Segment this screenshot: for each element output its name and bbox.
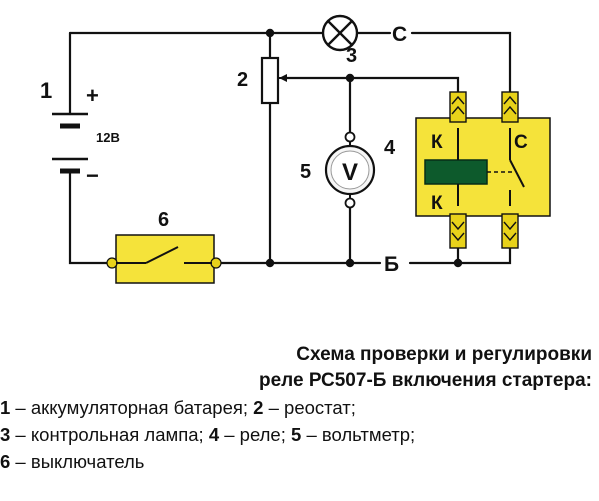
battery-minus: −: [86, 163, 99, 188]
relay-label: 4: [384, 137, 396, 159]
junction-dot: [265, 258, 275, 268]
relay-coil: [424, 159, 488, 185]
relay-connectors: [449, 91, 519, 249]
legend-num: 4: [208, 424, 220, 445]
figure-caption: Схема проверки и регулировки реле РС507-…: [0, 342, 592, 475]
wires: [68, 31, 512, 265]
legend-text: – реле;: [219, 424, 292, 445]
legend-text: – контрольная лампа;: [10, 424, 209, 445]
legend-num: 6: [0, 451, 11, 472]
legend-num: 1: [0, 397, 11, 418]
battery: 1 + − 12В: [40, 78, 120, 188]
terminal-c-label: С: [392, 23, 407, 46]
switch-label: 6: [158, 209, 169, 231]
switch-lever: [145, 246, 179, 264]
relay-contact-label: С: [514, 132, 528, 153]
legend-num: 2: [253, 397, 264, 418]
terminal-b-label: Б: [384, 253, 399, 276]
voltmeter-label: 5: [300, 161, 311, 183]
junctions: [265, 28, 463, 268]
caption-title-line2: реле РС507-Б включения стартера:: [258, 370, 592, 391]
switch: 6: [106, 209, 222, 284]
relay-coil-top-label: К: [431, 132, 443, 153]
junction-dot: [453, 258, 463, 268]
junction-dot: [345, 258, 355, 268]
rheostat: 2: [237, 56, 290, 105]
junction-dot: [265, 28, 275, 38]
connector-bottom-left: [449, 213, 467, 249]
caption-legend-line3: 6 – выключатель: [0, 448, 592, 475]
battery-voltage: 12В: [96, 130, 120, 145]
voltmeter-symbol: V: [342, 159, 358, 186]
lamp-label: 3: [346, 45, 357, 67]
legend-text: – аккумуляторная батарея;: [10, 397, 254, 418]
legend-text: – выключатель: [10, 451, 145, 472]
circuit-diagram: 1 + − 12В 2 3 С Б V 5 К: [40, 14, 551, 284]
lamp: 3: [321, 14, 359, 67]
caption-legend-line2: 3 – контрольная лампа; 4 – реле; 5 – вол…: [0, 421, 592, 448]
battery-plus: +: [86, 83, 99, 108]
caption-legend-line1: 1 – аккумуляторная батарея; 2 – реостат;: [0, 394, 592, 421]
voltmeter: V 5: [300, 131, 376, 209]
legend-num: 3: [0, 424, 11, 445]
legend-text: – реостат;: [263, 397, 356, 418]
connector-top-left: [449, 91, 467, 123]
battery-label: 1: [40, 78, 52, 103]
legend-text: – вольтметр;: [301, 424, 416, 445]
connector-top-right: [501, 91, 519, 123]
junction-dot: [345, 73, 355, 83]
caption-title-line1: Схема проверки и регулировки: [296, 344, 592, 365]
relay: К К С 4: [384, 91, 551, 249]
connector-bottom-right: [501, 213, 519, 249]
legend-num: 5: [291, 424, 302, 445]
rheostat-label: 2: [237, 69, 248, 91]
relay-contact-arm: [509, 159, 525, 188]
relay-coil-bottom-label: К: [431, 193, 443, 214]
